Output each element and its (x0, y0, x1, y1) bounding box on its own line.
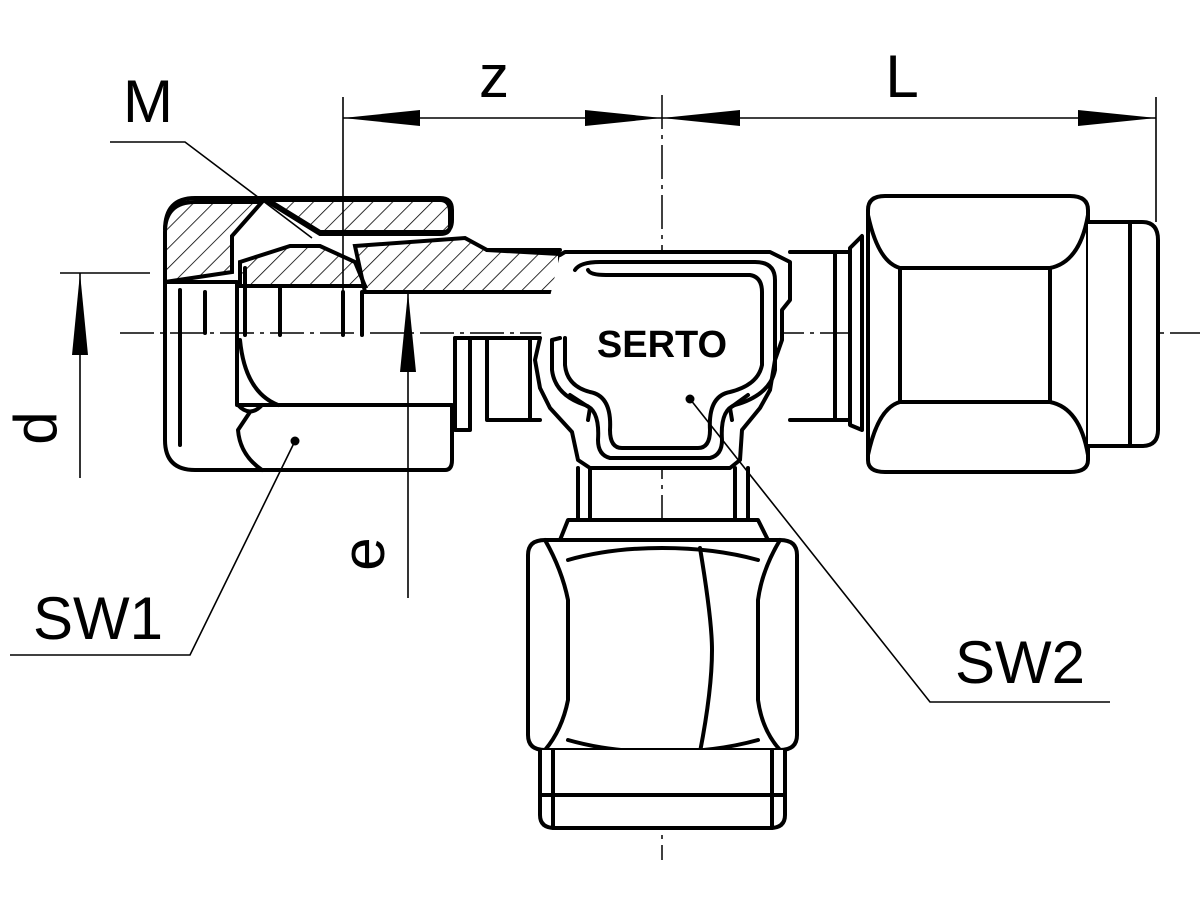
dimension-e (400, 292, 416, 598)
left-nut (163, 196, 562, 472)
label-z: z (479, 43, 509, 110)
label-SW1: SW1 (33, 585, 163, 652)
bottom-fitting (526, 466, 799, 830)
label-d: d (2, 411, 69, 444)
label-L: L (885, 43, 918, 110)
dimension-d (60, 272, 150, 478)
brand-text: SERTO (597, 324, 727, 366)
right-fitting (788, 194, 1160, 474)
leader-lines (10, 141, 1110, 703)
label-SW2: SW2 (955, 629, 1085, 696)
label-M: M (123, 68, 173, 135)
tee-body: SERTO (533, 250, 792, 470)
label-e: e (330, 537, 397, 570)
